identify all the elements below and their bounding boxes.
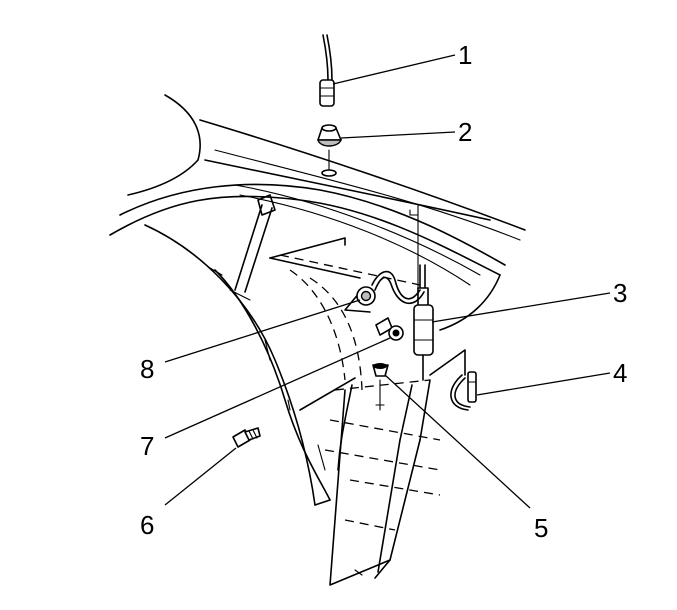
lower-nut: [372, 363, 389, 411]
antenna-cable-connector: [450, 371, 477, 411]
ground-bolt: [375, 317, 404, 341]
callout-4: 4: [613, 358, 627, 388]
leader-1: [332, 54, 456, 85]
callout-6: 6: [140, 510, 154, 540]
antenna-base-assembly: [371, 264, 434, 381]
mounting-screw: [232, 427, 261, 448]
leader-3: [431, 292, 611, 323]
antenna-mast: [319, 34, 335, 107]
leader-4: [476, 372, 611, 396]
callout-7: 7: [140, 431, 154, 461]
vehicle-body: [109, 94, 526, 586]
callout-8: 8: [140, 354, 154, 384]
leader-6: [164, 447, 237, 506]
leader-8: [164, 299, 361, 363]
callout-leaders: [164, 54, 611, 509]
callout-5: 5: [534, 513, 548, 543]
cable-grommet: [356, 286, 376, 306]
antenna-bezel-nut: [317, 124, 343, 177]
callout-3: 3: [613, 278, 627, 308]
leader-7: [164, 337, 391, 439]
leader-2: [340, 131, 456, 139]
callout-2: 2: [458, 117, 472, 147]
callout-1: 1: [458, 40, 472, 70]
leader-5: [384, 374, 531, 509]
callout-labels: 1 2 3 4 5 6 7 8: [140, 40, 627, 543]
